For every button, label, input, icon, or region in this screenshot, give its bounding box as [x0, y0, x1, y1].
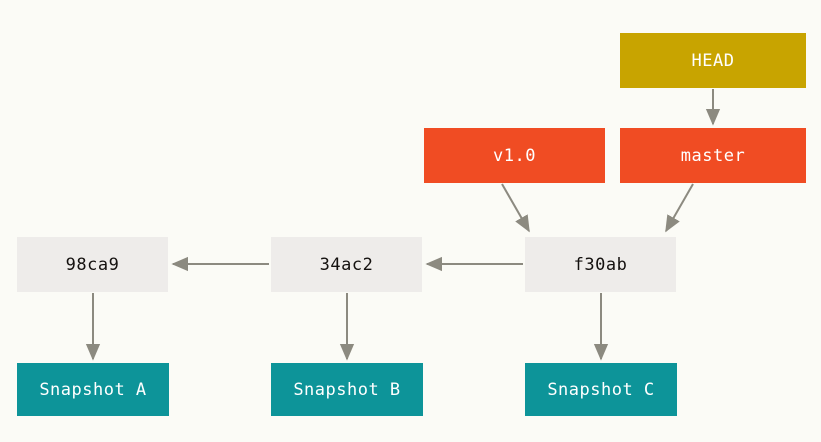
node-commit-f30ab[interactable]: f30ab	[525, 237, 676, 292]
node-commit-f30ab-label: f30ab	[573, 254, 628, 275]
node-snapshot-a[interactable]: Snapshot A	[17, 363, 169, 416]
node-snapshot-c-label: Snapshot C	[547, 379, 655, 400]
node-head-label: HEAD	[691, 50, 735, 71]
node-commit-34ac2[interactable]: 34ac2	[271, 237, 422, 292]
node-tag-v1[interactable]: v1.0	[424, 128, 605, 183]
node-head[interactable]: HEAD	[620, 33, 806, 88]
node-branch-master[interactable]: master	[620, 128, 806, 183]
node-commit-98ca9[interactable]: 98ca9	[17, 237, 168, 292]
node-commit-34ac2-label: 34ac2	[319, 254, 374, 275]
edge-master-to-f30ab	[665, 183, 694, 233]
node-tag-v1-label: v1.0	[493, 145, 536, 166]
node-snapshot-b-label: Snapshot B	[293, 379, 401, 400]
node-snapshot-a-label: Snapshot A	[39, 379, 147, 400]
node-commit-98ca9-label: 98ca9	[65, 254, 120, 275]
node-snapshot-b[interactable]: Snapshot B	[271, 363, 423, 416]
node-branch-master-label: master	[680, 145, 746, 166]
node-snapshot-c[interactable]: Snapshot C	[525, 363, 677, 416]
edge-v1-to-f30ab	[501, 183, 530, 233]
